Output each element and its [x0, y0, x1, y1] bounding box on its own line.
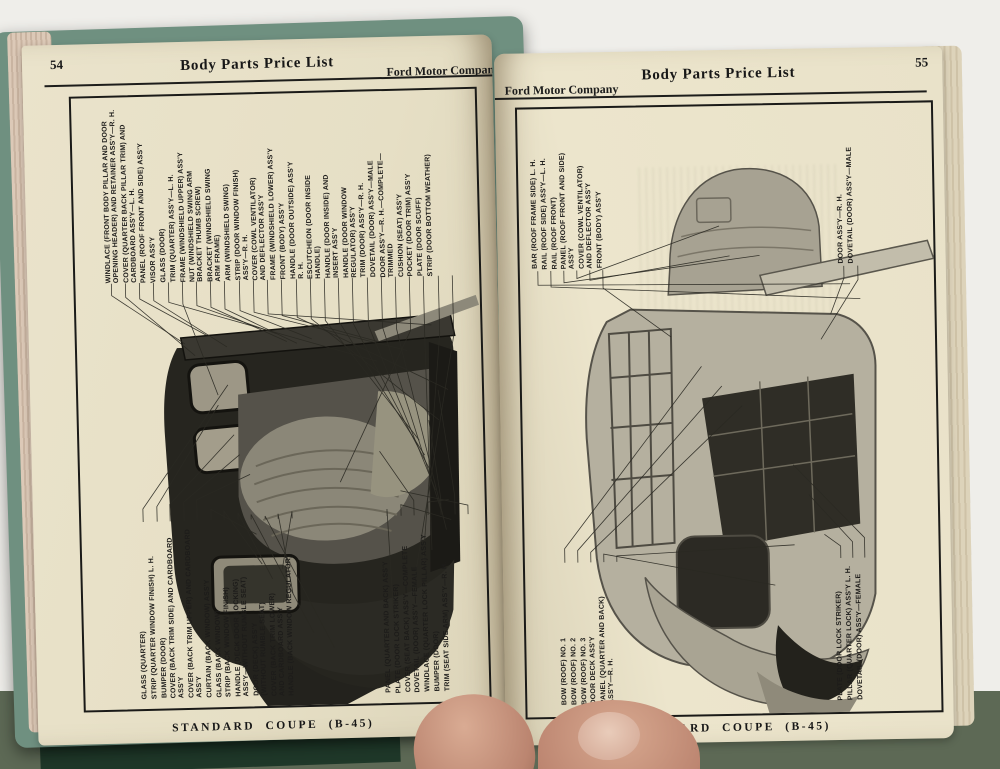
part-label: COVER (COWL VENTILATOR) AND DEFLECTOR AS…	[577, 165, 594, 269]
part-label: DOVETAIL (DOOR) ASS'Y—MALE	[367, 160, 378, 278]
part-label: PANEL (QUARTER AND BACK) ASS'Y—R. H.	[598, 595, 616, 705]
part-label: PANEL (ROOF FRONT AND SIDE) ASS'Y	[559, 152, 577, 269]
part-label: GLASS (DOOR)	[158, 228, 168, 283]
part-label: FRONT (BODY) ASS'Y	[278, 202, 288, 280]
part-label: BOW (ROOF) NO. 1	[560, 637, 569, 705]
top-labels-left-page: WINDLACE (FRONT BODY PILLAR AND DOOR OPE…	[101, 100, 435, 284]
part-label: COVER (BACK TRIM UPPER) AND CARDBOARD AS…	[184, 528, 204, 698]
part-label: POCKET (DOOR TRIM) ASS'Y	[405, 173, 415, 277]
part-label: COVER (BACK TRIM LOWER) AND CARDBOARD AS…	[268, 592, 286, 696]
part-label: STRIP (BACK WINDOW FINISH)	[223, 586, 233, 698]
part-label: FRONT (BODY) ASS'Y	[595, 191, 604, 269]
part-label: PILLAR (QUARTER LOCK) ASS'Y L. H.	[844, 565, 855, 700]
part-label: HANDLE (DOOR OUTSIDE) ASS'Y R. H.	[286, 161, 305, 280]
part-label: GLASS (BACK WINDOW)	[213, 609, 224, 698]
part-label: WINDLACE (QUARTER LOCK PILLAR) ASS'Y	[420, 534, 432, 693]
part-label: VISOR ASS'Y	[149, 236, 158, 283]
left-page: 54 Body Parts Price List Ford Motor Comp…	[21, 34, 509, 746]
part-label: PANEL (ROOF FRONT AND SIDE) ASS'Y	[137, 142, 148, 284]
coupe-illustration-framing	[537, 167, 935, 714]
part-label: COVER (COWL VENTILATOR) AND DEFLECTOR AS…	[250, 176, 268, 281]
part-label: TRIM (QUARTER) ASS'Y—L. H.	[167, 174, 178, 283]
right-page: 55 Body Parts Price List Ford Motor Comp…	[493, 46, 955, 746]
leader-lines-right	[537, 225, 866, 586]
part-label: WINDLACE (FRONT BODY PILLAR AND DOOR OPE…	[101, 110, 121, 284]
part-label: BRACKET (WINDSHIELD SWING ARM FRAME)	[204, 167, 223, 282]
part-label: STRIP (DOOR WINDOW FINISH) ASS'Y—R. H.	[232, 169, 250, 281]
bottom-left-labels-left-page: GLASS (QUARTER)STRIP (QUARTER WINDOW FIN…	[137, 519, 296, 699]
part-label: PLATE (DOOR SCUFF)	[415, 197, 425, 277]
part-label: NUT (WINDSHIELD SWING ARM BRACKET THUMB …	[187, 170, 205, 282]
part-label: RAIL (ROOF FRONT)	[550, 196, 559, 269]
bottom-right-labels-right-page: PLATE (DOOR LOCK STRIKER)PILLAR (QUARTER…	[835, 560, 865, 701]
part-label: GLASS (QUARTER)	[139, 630, 149, 700]
part-label: BOW (ROOF) NO. 3	[579, 637, 589, 705]
part-label: DOOR DECK ASS'Y	[589, 636, 598, 705]
diagram-frame-right: BAR (ROOF FRAME SIDE) L. H.RAIL (ROOF SI…	[514, 100, 944, 720]
top-right-labels-right-page: DOOR ASS'Y—R. H.DOVETAIL (DOOR) ASS'Y—MA…	[835, 114, 855, 264]
coupe-illustration-trimmed	[110, 275, 479, 707]
part-label: HANDLE (DOOR WINDOW REGULATOR) ASS'Y	[340, 187, 358, 279]
diagram-frame-left: WINDLACE (FRONT BODY PILLAR AND DOOR OPE…	[68, 86, 492, 713]
part-label: DOOR ASS'Y—R. H.—COMPLETE— TRIMMED	[377, 152, 395, 278]
part-label: HANDLE (DECK DOOR LOCKING) ASS'Y—WITHOUT…	[232, 576, 251, 697]
part-label: BUMPER (DOOR)	[159, 637, 169, 699]
part-label: DOOR ASS'Y—R. H.	[836, 194, 845, 264]
part-label: BUMPER (DOOR)	[433, 631, 442, 692]
part-label: COVER (QUARTER BACK PILLAR TRIM) AND CAR…	[119, 124, 138, 284]
part-label: TRIM (DOOR) ASS'Y—R. H.	[358, 182, 368, 278]
part-label: DOOR (DECK) ASS'Y (WITHOUT RUMBLE SEAT)	[251, 602, 269, 697]
part-label: PLATE (DOOR LOCK STRIKER)	[835, 590, 845, 701]
part-label: FRAME (WINDSHIELD LOWER) ASS'Y	[266, 147, 278, 280]
part-label: PLATE (DOOR LOCK STRIKER)	[392, 583, 403, 693]
part-label: STRIP (QUARTER WINDOW FINISH) L. H.	[147, 555, 159, 699]
leader-lines-left	[110, 275, 469, 648]
part-label: CURTAIN (BACK WINDOW) ASS'Y	[203, 579, 214, 698]
part-label: HANDLE (DOOR INSIDE) AND INSERT ASS'Y	[322, 174, 340, 279]
part-label: RAIL (ROOF SIDE) ASS'Y—L. H.	[539, 157, 549, 270]
part-label: ESCUTCHEON (DOOR INSIDE HANDLE)	[304, 174, 323, 279]
part-label: COVER (BACK TRIM SIDE) AND CARDBOARD ASS…	[167, 537, 186, 699]
part-label: BOW (ROOF) NO. 2	[570, 637, 579, 705]
part-label: CUSHION (SEAT) ASS'Y	[395, 193, 405, 277]
top-left-labels-right-page: BAR (ROOF FRAME SIDE) L. H.RAIL (ROOF SI…	[529, 118, 604, 269]
part-label: BAR (ROOF FRAME SIDE) L. H.	[529, 159, 539, 270]
part-label: ARM (WINDSHIELD SWING)	[222, 183, 233, 281]
